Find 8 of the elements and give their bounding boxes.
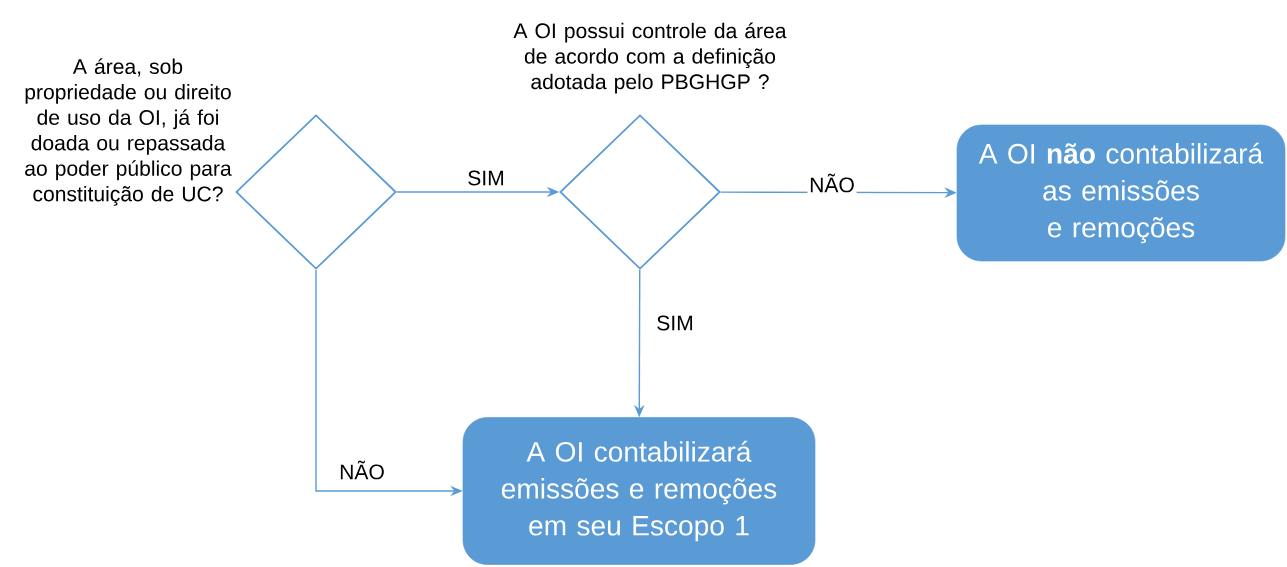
result-box: A OI contabilizará emissões e remoções em seu Escopo 1 [462,417,816,565]
question-text: A área, sob propriedade ou direito de uso da OI, já foi doada ou repassada ao poder público para constituição de UC? [25,58,232,206]
edge-label: NÃO [337,458,387,482]
edge-label: SIM [465,168,507,188]
edge-label: NÃO [807,171,857,195]
question-text: A OI possui controle da área de acordo com a definição adotada pelo PBGHGP ? [513,22,787,94]
result-box: A OI não contabilizará as emissões e remoções [956,124,1286,262]
edge-label: SIM [654,313,696,333]
